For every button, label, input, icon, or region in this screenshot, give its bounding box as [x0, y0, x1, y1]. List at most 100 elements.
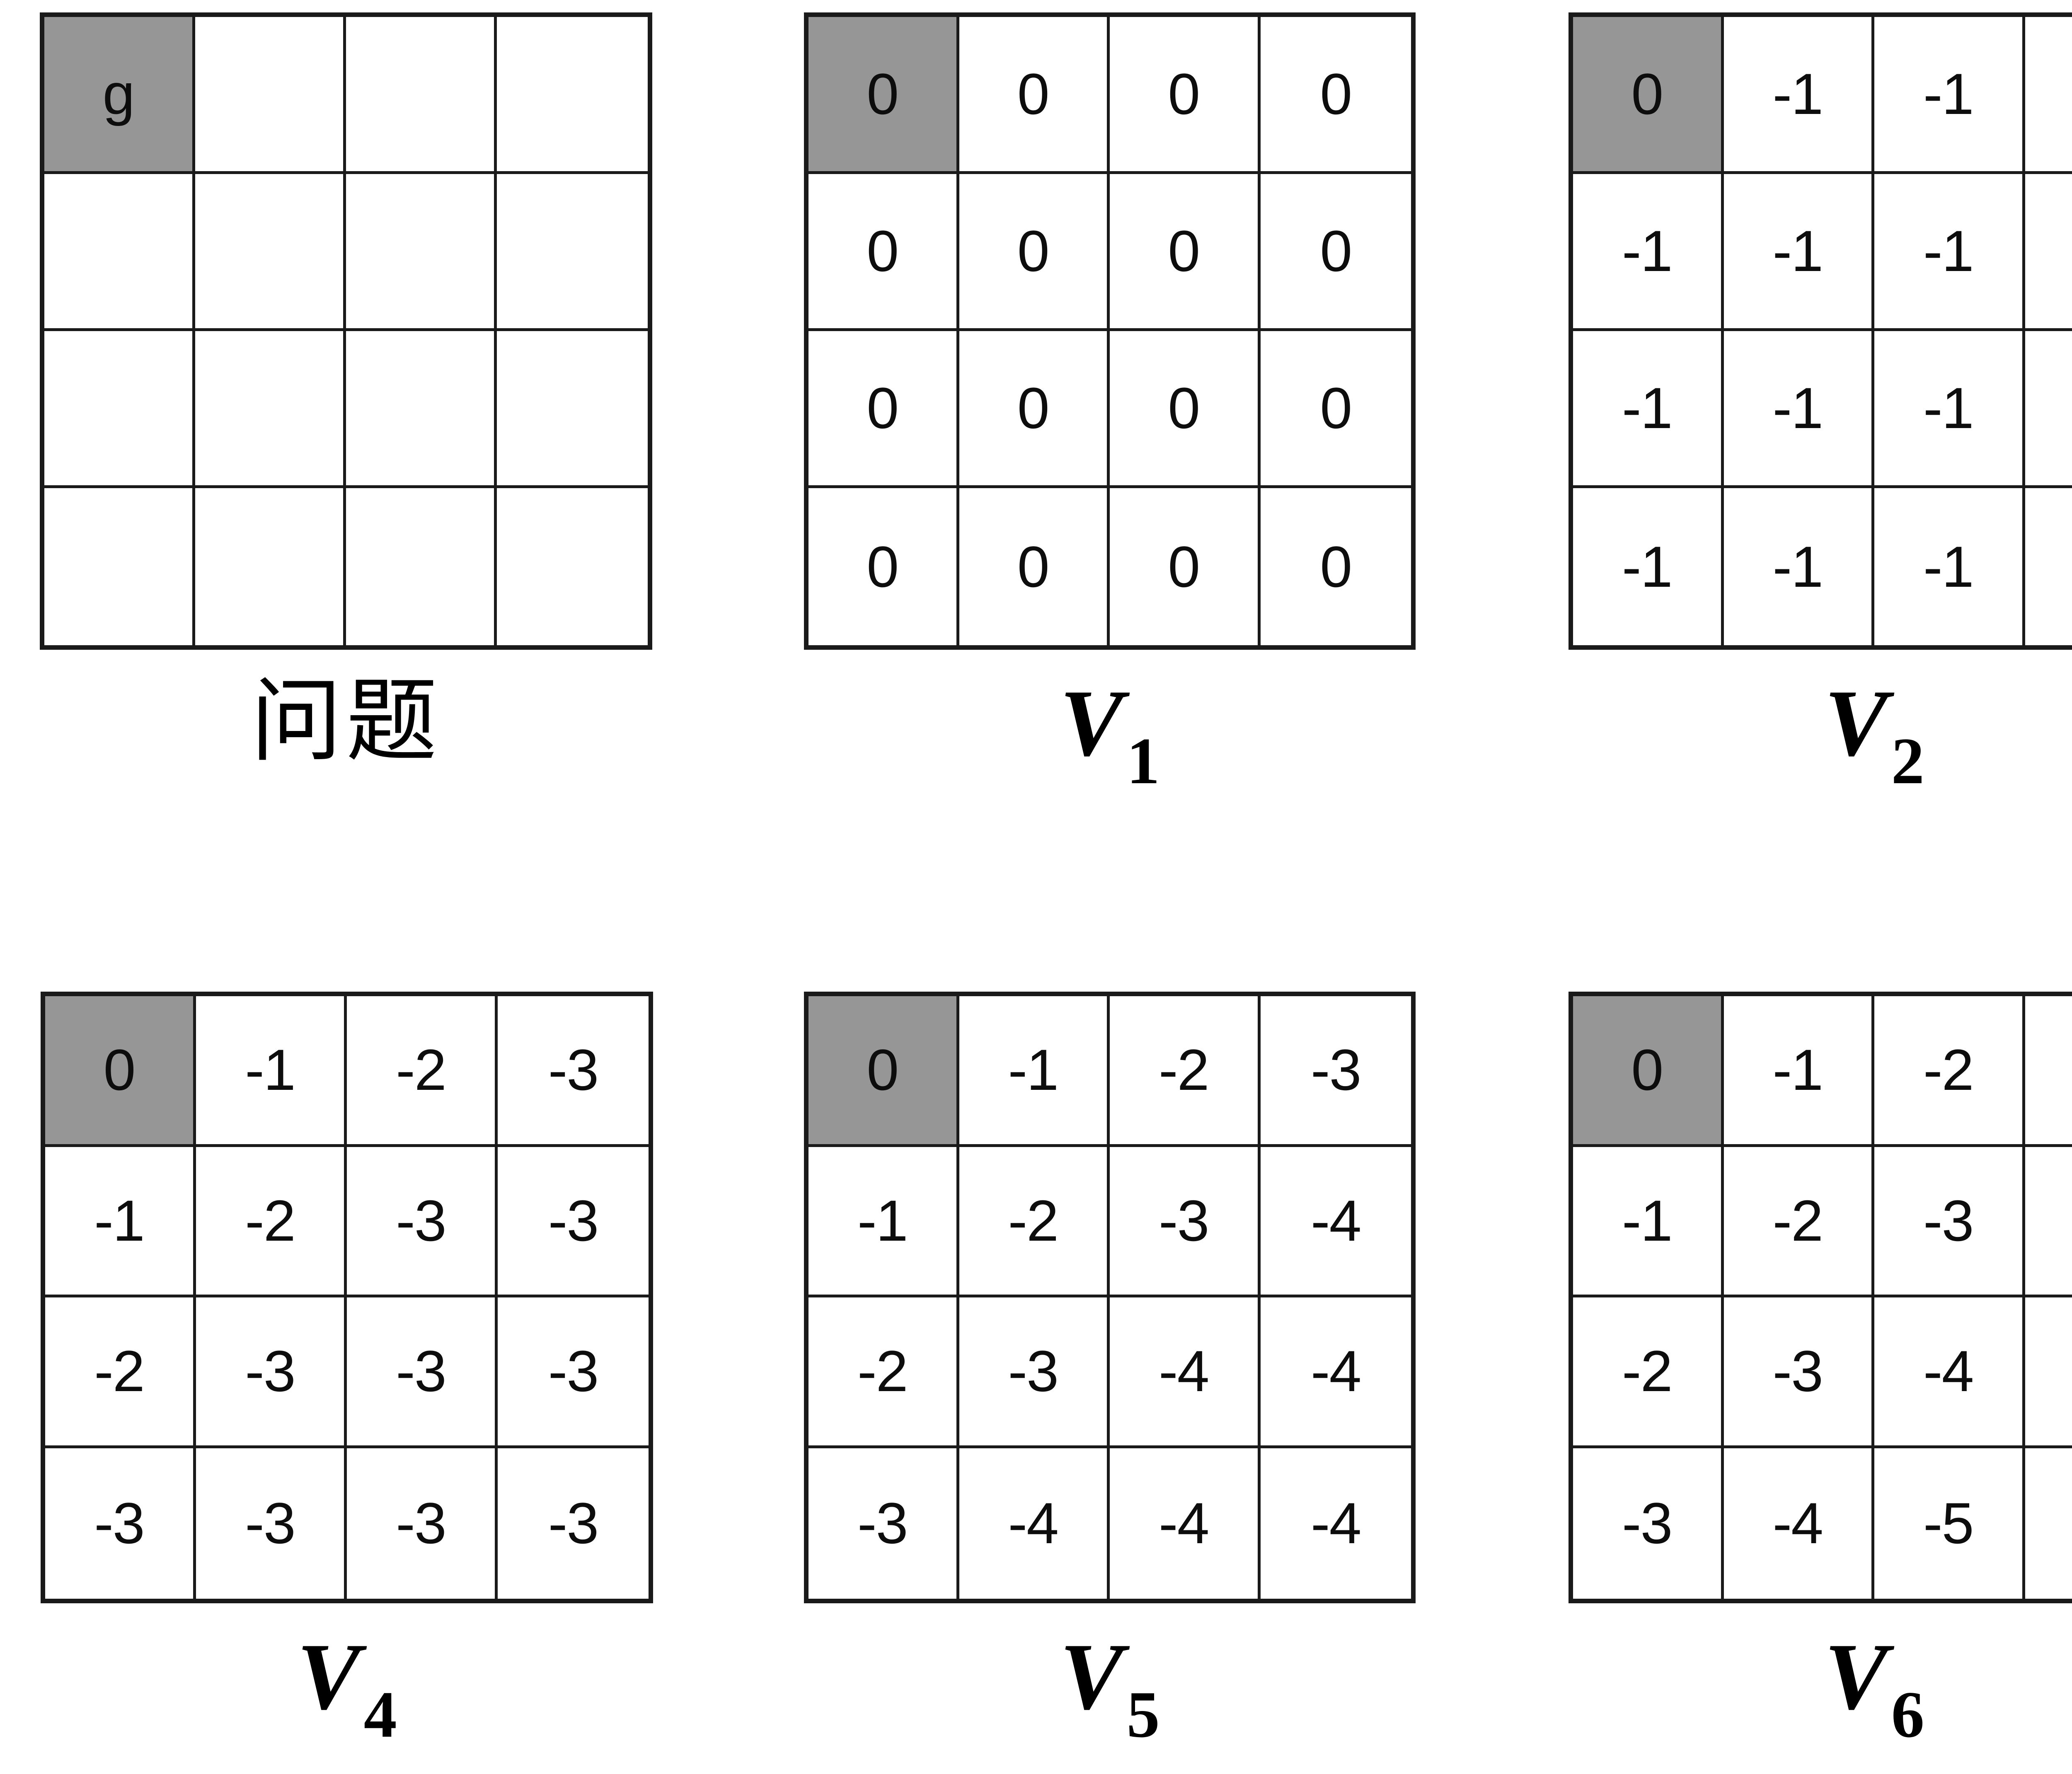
grid-cell: 0 — [1260, 17, 1411, 174]
value-grid-v2: 0-1-1-1-1-1-1-1-1-1-1-1-1-1-1-1 — [1569, 12, 2072, 650]
grid-cell: -1 — [1874, 17, 2025, 174]
grid-cell: -4 — [1110, 1448, 1261, 1599]
grid-cell: -1 — [1723, 996, 1874, 1147]
grid-cell: -1 — [1723, 488, 1874, 645]
grid-cell: 0 — [959, 488, 1110, 645]
grid-cell: -2 — [196, 1147, 347, 1297]
grid-cell: -2 — [1723, 1147, 1874, 1297]
caption-subscript: 4 — [363, 1677, 397, 1751]
value-grid-v5: 0-1-2-3-1-2-3-4-2-3-4-4-3-4-4-4 — [804, 992, 1416, 1603]
grid-cell: -4 — [1260, 1297, 1411, 1448]
grid-cell: -1 — [1723, 331, 1874, 488]
grid-cell: -4 — [1260, 1448, 1411, 1599]
grid-cell: -3 — [1723, 1297, 1874, 1448]
grid-cell: 0 — [1573, 17, 1724, 174]
grid-cell — [346, 174, 497, 331]
grid-cell: -1 — [45, 1147, 196, 1297]
grid-cell: -4 — [2025, 1147, 2072, 1297]
caption-subscript: 1 — [1126, 724, 1160, 798]
grid-cell: 0 — [1260, 488, 1411, 645]
grid-cell: -3 — [347, 1448, 498, 1599]
grid-cell: -3 — [347, 1297, 498, 1448]
caption-symbol: V — [1824, 1624, 1888, 1729]
grid-cell: 0 — [959, 331, 1110, 488]
grid-cell — [346, 331, 497, 488]
grid-cell: -3 — [196, 1297, 347, 1448]
grid-cell: -1 — [1573, 174, 1724, 331]
grid-cell: 0 — [1573, 996, 1724, 1147]
grid-cell: 0 — [1110, 488, 1261, 645]
grid-cell: -2 — [347, 996, 498, 1147]
grid-cell: -3 — [498, 1297, 649, 1448]
grid-cell: 0 — [808, 174, 959, 331]
grid-cell: -1 — [2025, 488, 2072, 645]
grid-cell: -3 — [347, 1147, 498, 1297]
grid-cell: -4 — [959, 1448, 1110, 1599]
grid-cell: -5 — [2025, 1297, 2072, 1448]
value-grid-problem: g — [40, 12, 652, 650]
grid-cell: -4 — [1723, 1448, 1874, 1599]
grid-cell: -1 — [1723, 174, 1874, 331]
caption-subscript: 2 — [1891, 724, 1924, 798]
grid-cell: 0 — [1110, 174, 1261, 331]
grid-cell: -5 — [2025, 1448, 2072, 1599]
grid-cell — [497, 488, 648, 645]
grid-cell: g — [44, 17, 195, 174]
grid-cell: 0 — [1110, 331, 1261, 488]
value-grid-v4: 0-1-2-3-1-2-3-3-2-3-3-3-3-3-3-3 — [41, 992, 653, 1603]
grid-cell: -4 — [1260, 1147, 1411, 1297]
grid-cell: -3 — [498, 996, 649, 1147]
grid-cell: -1 — [196, 996, 347, 1147]
grid-cell: 0 — [45, 996, 196, 1147]
grid-panel-problem: g 问题 — [40, 12, 652, 783]
caption-subscript: 6 — [1891, 1677, 1924, 1751]
grid-cell: -1 — [808, 1147, 959, 1297]
grid-cell: -3 — [1573, 1448, 1724, 1599]
grid-cell: -1 — [2025, 174, 2072, 331]
grid-cell: 0 — [808, 331, 959, 488]
grid-cell: 0 — [959, 174, 1110, 331]
grid-cell: -1 — [1573, 331, 1724, 488]
grid-cell — [195, 17, 346, 174]
grid-cell: -3 — [498, 1147, 649, 1297]
grid-cell: -1 — [959, 996, 1110, 1147]
grid-cell: -2 — [45, 1297, 196, 1448]
grid-cell: -3 — [1110, 1147, 1261, 1297]
value-grid-v6: 0-1-2-3-1-2-3-4-2-3-4-5-3-4-5-5 — [1569, 992, 2072, 1603]
grid-cell — [44, 488, 195, 645]
grid-cell: -1 — [1573, 488, 1724, 645]
caption-symbol: V — [1824, 670, 1888, 776]
caption-symbol: V — [1060, 670, 1123, 776]
panel-caption-problem: 问题 — [251, 675, 441, 783]
grid-cell: 0 — [808, 488, 959, 645]
grid-cell: -1 — [1874, 174, 2025, 331]
grid-cell — [497, 174, 648, 331]
grid-cell: -4 — [1110, 1297, 1261, 1448]
caption-subscript: 5 — [1126, 1677, 1160, 1751]
grid-cell: -1 — [1723, 17, 1874, 174]
grid-cell — [44, 331, 195, 488]
caption-text: 问题 — [250, 668, 441, 774]
caption-symbol: V — [1060, 1624, 1123, 1729]
grid-cell: -1 — [1874, 331, 2025, 488]
grid-cell: -2 — [1110, 996, 1261, 1147]
grid-cell: -2 — [1573, 1297, 1724, 1448]
grid-cell: -2 — [959, 1147, 1110, 1297]
grid-cell: -3 — [498, 1448, 649, 1599]
grid-cell: -3 — [808, 1448, 959, 1599]
grid-cell: -3 — [959, 1297, 1110, 1448]
grid-cell: 0 — [959, 17, 1110, 174]
grid-cell — [497, 17, 648, 174]
caption-symbol: V — [297, 1624, 361, 1729]
grid-cell — [346, 17, 497, 174]
grid-cell: -3 — [1260, 996, 1411, 1147]
grid-cell — [195, 174, 346, 331]
grid-panel-v2: 0-1-1-1-1-1-1-1-1-1-1-1-1-1-1-1V2 — [1569, 12, 2072, 794]
grid-cell: 0 — [808, 17, 959, 174]
